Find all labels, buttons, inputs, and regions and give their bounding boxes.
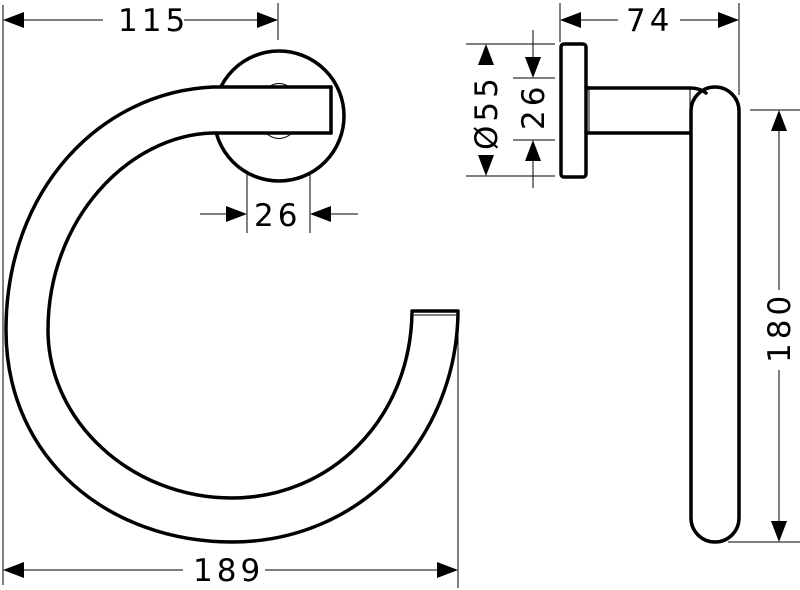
front-view: 115 26 189	[2, 3, 460, 589]
dim180-arrow-bottom	[771, 521, 787, 542]
dim-115-label: 115	[118, 3, 189, 39]
dim115-arrow-left	[3, 12, 24, 28]
dim26f-arrow-right	[310, 206, 331, 222]
dim26s-arrow-bottom	[525, 140, 541, 161]
rosette-screw-bottom	[266, 133, 292, 139]
side-view: 74 Ø55 26 180	[466, 3, 800, 544]
side-arm-top	[584, 86, 708, 95]
dim115-arrow-right	[257, 12, 278, 28]
dim-74-label: 74	[626, 3, 673, 39]
ring-fill	[6, 87, 458, 542]
dim74-arrow-left	[560, 12, 581, 28]
ring-outer-edge	[4, 85, 460, 544]
dim180-arrow-top	[771, 110, 787, 131]
dim189-arrow-left	[3, 562, 24, 578]
ring-inner-edge	[46, 131, 414, 500]
dim-26-front-label: 26	[254, 198, 301, 234]
dim55-arrow-bottom	[478, 155, 494, 176]
dim-180-label: 180	[762, 292, 798, 363]
dim189-arrow-right	[437, 562, 458, 578]
dim74-arrow-right	[718, 12, 739, 28]
side-ring-body	[689, 85, 741, 544]
dim-55-label: Ø55	[469, 74, 505, 150]
dim26s-arrow-top	[525, 57, 541, 78]
dim-26-side-label: 26	[516, 83, 552, 130]
dim26f-arrow-left	[226, 206, 247, 222]
dim-189-label: 189	[193, 553, 264, 589]
side-rosette-plate	[559, 42, 588, 179]
dim55-arrow-top	[478, 44, 494, 65]
